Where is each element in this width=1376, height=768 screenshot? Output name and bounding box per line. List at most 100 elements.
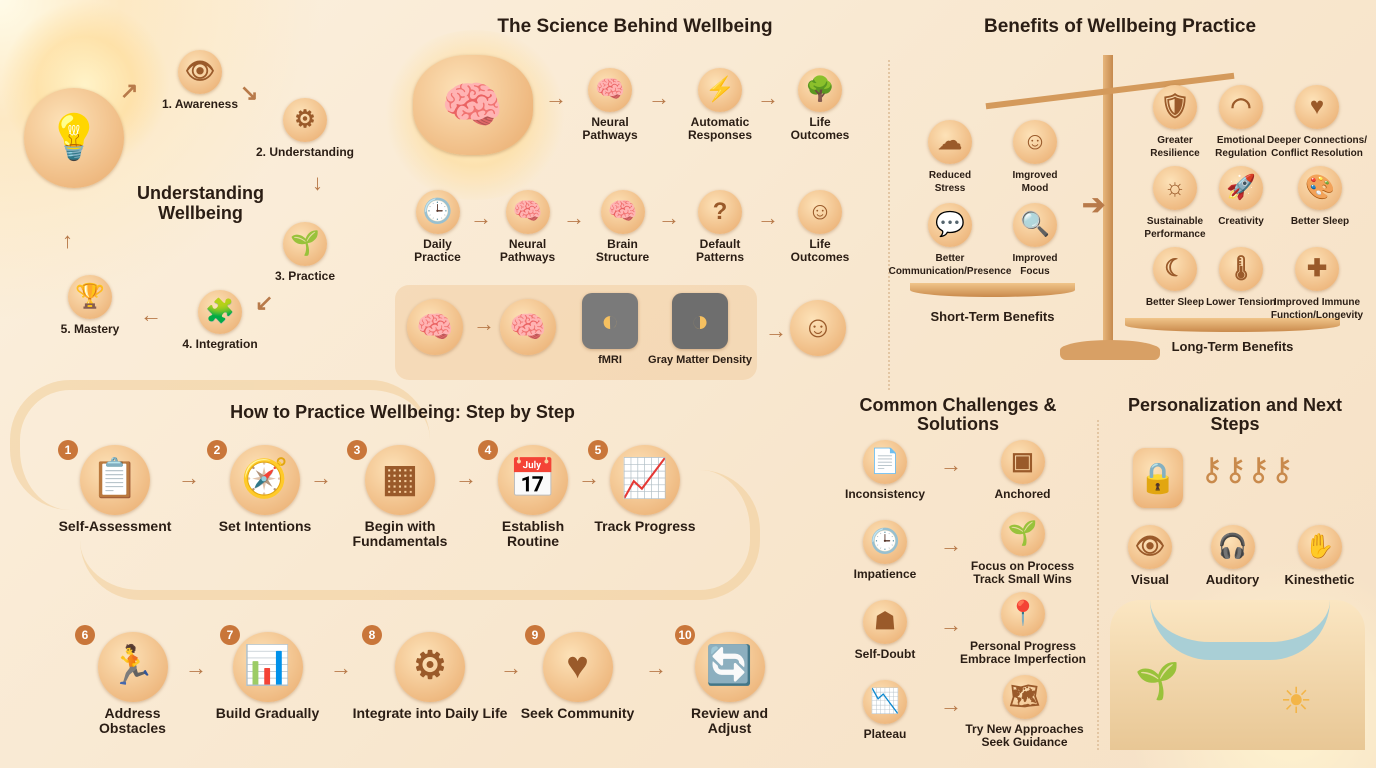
section-divider: [1097, 420, 1099, 750]
relaxing-person-icon: 🌡: [1219, 247, 1263, 291]
benefit-reduced-stress: ☁Reduced Stress: [915, 120, 985, 194]
step-understanding: ⚙2. Understanding: [245, 98, 365, 159]
growth-bars-icon: 📊: [232, 632, 303, 702]
arrow-icon: →: [178, 465, 200, 490]
magnifier-bulb-icon: 🔍: [1013, 203, 1057, 247]
shield-cross-icon: ✚: [1295, 247, 1339, 291]
benefit-connections: ♥Deeper Connections/ Conflict Resolution: [1264, 85, 1370, 159]
arrow-icon: →: [940, 532, 962, 557]
arrow-icon: →: [500, 655, 522, 680]
practice-step: 📈Track Progress: [590, 445, 700, 534]
practice-step: ♥Seek Community: [520, 632, 635, 721]
fmri-scan: ◐fMRI: [580, 293, 640, 366]
step-practice: 🌱3. Practice: [255, 222, 355, 283]
arrow-icon: ←: [140, 302, 162, 327]
benefit-communication: 💬Better Communication/Presence: [885, 203, 1015, 277]
hierarchy-boxes-icon: ▣: [1000, 440, 1045, 484]
benefits-title: Benefits of Wellbeing Practice: [983, 16, 1257, 37]
arrow-icon: →: [645, 655, 667, 680]
arrow-icon: →: [940, 692, 962, 717]
benefit-immune: ✚Improved Immune Function/Longevity: [1264, 247, 1370, 321]
arrow-icon: ↑: [62, 228, 73, 253]
practice-step: 📋Self-Assessment: [50, 445, 180, 534]
arrow-icon: →: [455, 465, 477, 490]
benefit-emotional-regulation: ◠Emotional Regulation: [1205, 85, 1277, 159]
science-row2-default: ?Default Patterns: [680, 190, 760, 264]
step-number: 4: [478, 440, 498, 460]
river-landscape: 🌱 ☀: [1110, 600, 1365, 750]
science-row2-outcomes: ☺Life Outcomes: [780, 190, 860, 264]
practice-step: 📅Establish Routine: [478, 445, 588, 550]
style-auditory: 🎧Auditory: [1195, 525, 1270, 587]
step-number: 2: [207, 440, 227, 460]
challenge-impatience: 🕒Impatience: [845, 520, 925, 581]
gears-magnifier-icon: ⚙: [283, 98, 327, 142]
shadow-figure-icon: ☗: [863, 600, 907, 644]
community-icon: ♥: [542, 632, 613, 702]
arrow-icon: →: [648, 85, 670, 110]
benefit-better-sleep: 🎨Better Sleep: [1275, 166, 1365, 227]
arrow-icon: →: [658, 205, 680, 230]
fmri-head-icon: ◐: [582, 293, 638, 349]
challenge-plateau: 📉Plateau: [845, 680, 925, 741]
science-row2-structure: 🧠Brain Structure: [585, 190, 660, 264]
long-term-label: Long-Term Benefits: [1171, 339, 1294, 354]
arrow-icon: →: [563, 205, 585, 230]
hurdle-runner-icon: 🏃: [97, 632, 168, 702]
science-row2-daily: 🕒Daily Practice: [400, 190, 475, 264]
arrow-icon: ➔: [1082, 189, 1106, 220]
challenge-inconsistency: 📄Inconsistency: [845, 440, 925, 501]
rocket-icon: 🚀: [1219, 166, 1263, 210]
arrow-icon: →: [578, 465, 600, 490]
arrow-icon: →: [310, 465, 332, 490]
benefit-sustainable-performance: ☼Sustainable Performance: [1135, 166, 1215, 240]
science-row1-automatic: ⚡Automatic Responses: [670, 68, 770, 142]
brain-lightbulb-icon: 💡: [24, 88, 124, 188]
celebrating-person-icon: ☺: [790, 300, 846, 356]
hands-plant-icon: 🌱: [283, 222, 327, 266]
benefit-resilience: 🛡Greater Resilience: [1140, 85, 1210, 159]
celebrating-person-icon: ☺: [798, 190, 842, 234]
winding-road-pin-icon: 📍: [1001, 592, 1045, 636]
tree-icon: 🌳: [798, 68, 842, 112]
style-kinesthetic: ✋Kinesthetic: [1272, 525, 1367, 587]
long-term-pan: [1125, 318, 1340, 332]
compass-icon: 🧭: [230, 445, 300, 515]
science-title: The Science Behind Wellbeing: [497, 16, 773, 37]
strength-shield-icon: 🛡: [1153, 85, 1197, 129]
sunrise-icon: ☀: [1280, 680, 1313, 721]
practice-step: ⚙Integrate into Daily Life: [350, 632, 510, 721]
winding-path: [10, 380, 430, 510]
section-divider: [888, 60, 890, 390]
brain-icon: 🧠: [505, 190, 550, 234]
headphones-icon: 🎧: [1210, 525, 1255, 569]
eye-icon: 👁: [178, 50, 222, 94]
arrow-icon: →: [940, 612, 962, 637]
trophy-icon: 🏆: [68, 275, 112, 319]
solution-progress: 📍Personal Progress Embrace Imperfection: [958, 592, 1088, 666]
short-term-pan: [910, 283, 1075, 297]
winged-smiley-icon: ☺: [1013, 120, 1057, 164]
lightning-brain-icon: ⚡: [698, 68, 742, 112]
science-row1-outcomes: 🌳Life Outcomes: [780, 68, 860, 142]
brain-bulb-node: 💡: [18, 88, 130, 192]
practice-step: 📊Build Gradually: [210, 632, 325, 721]
gray-matter-head-icon: ◑: [672, 293, 728, 349]
progress-notebook-icon: 📈: [610, 445, 680, 515]
winding-path: [80, 470, 760, 600]
line-chart-icon: 📉: [863, 680, 907, 724]
calendar-clock-icon: 📅: [498, 445, 568, 515]
glowing-brain-icon: 🧠: [407, 299, 463, 355]
benefit-creativity: 🚀Creativity: [1205, 166, 1277, 227]
sprout-arrow-icon: 🌱: [1135, 660, 1180, 701]
palette-icon: 🎨: [1298, 166, 1342, 210]
benefit-lower-tension: 🌡Lower Tension: [1205, 247, 1277, 308]
hand-sprout-icon: 🌱: [1000, 512, 1045, 556]
personalization-title: Personalization and Next Steps: [1127, 395, 1343, 434]
step-number: 3: [347, 440, 367, 460]
glowing-brain: 🧠: [405, 55, 540, 159]
moon-icon: ☾: [1153, 247, 1197, 291]
arrow-icon: →: [330, 655, 352, 680]
arrow-icon: ↗: [120, 78, 139, 103]
short-term-label: Short-Term Benefits: [930, 309, 1055, 324]
